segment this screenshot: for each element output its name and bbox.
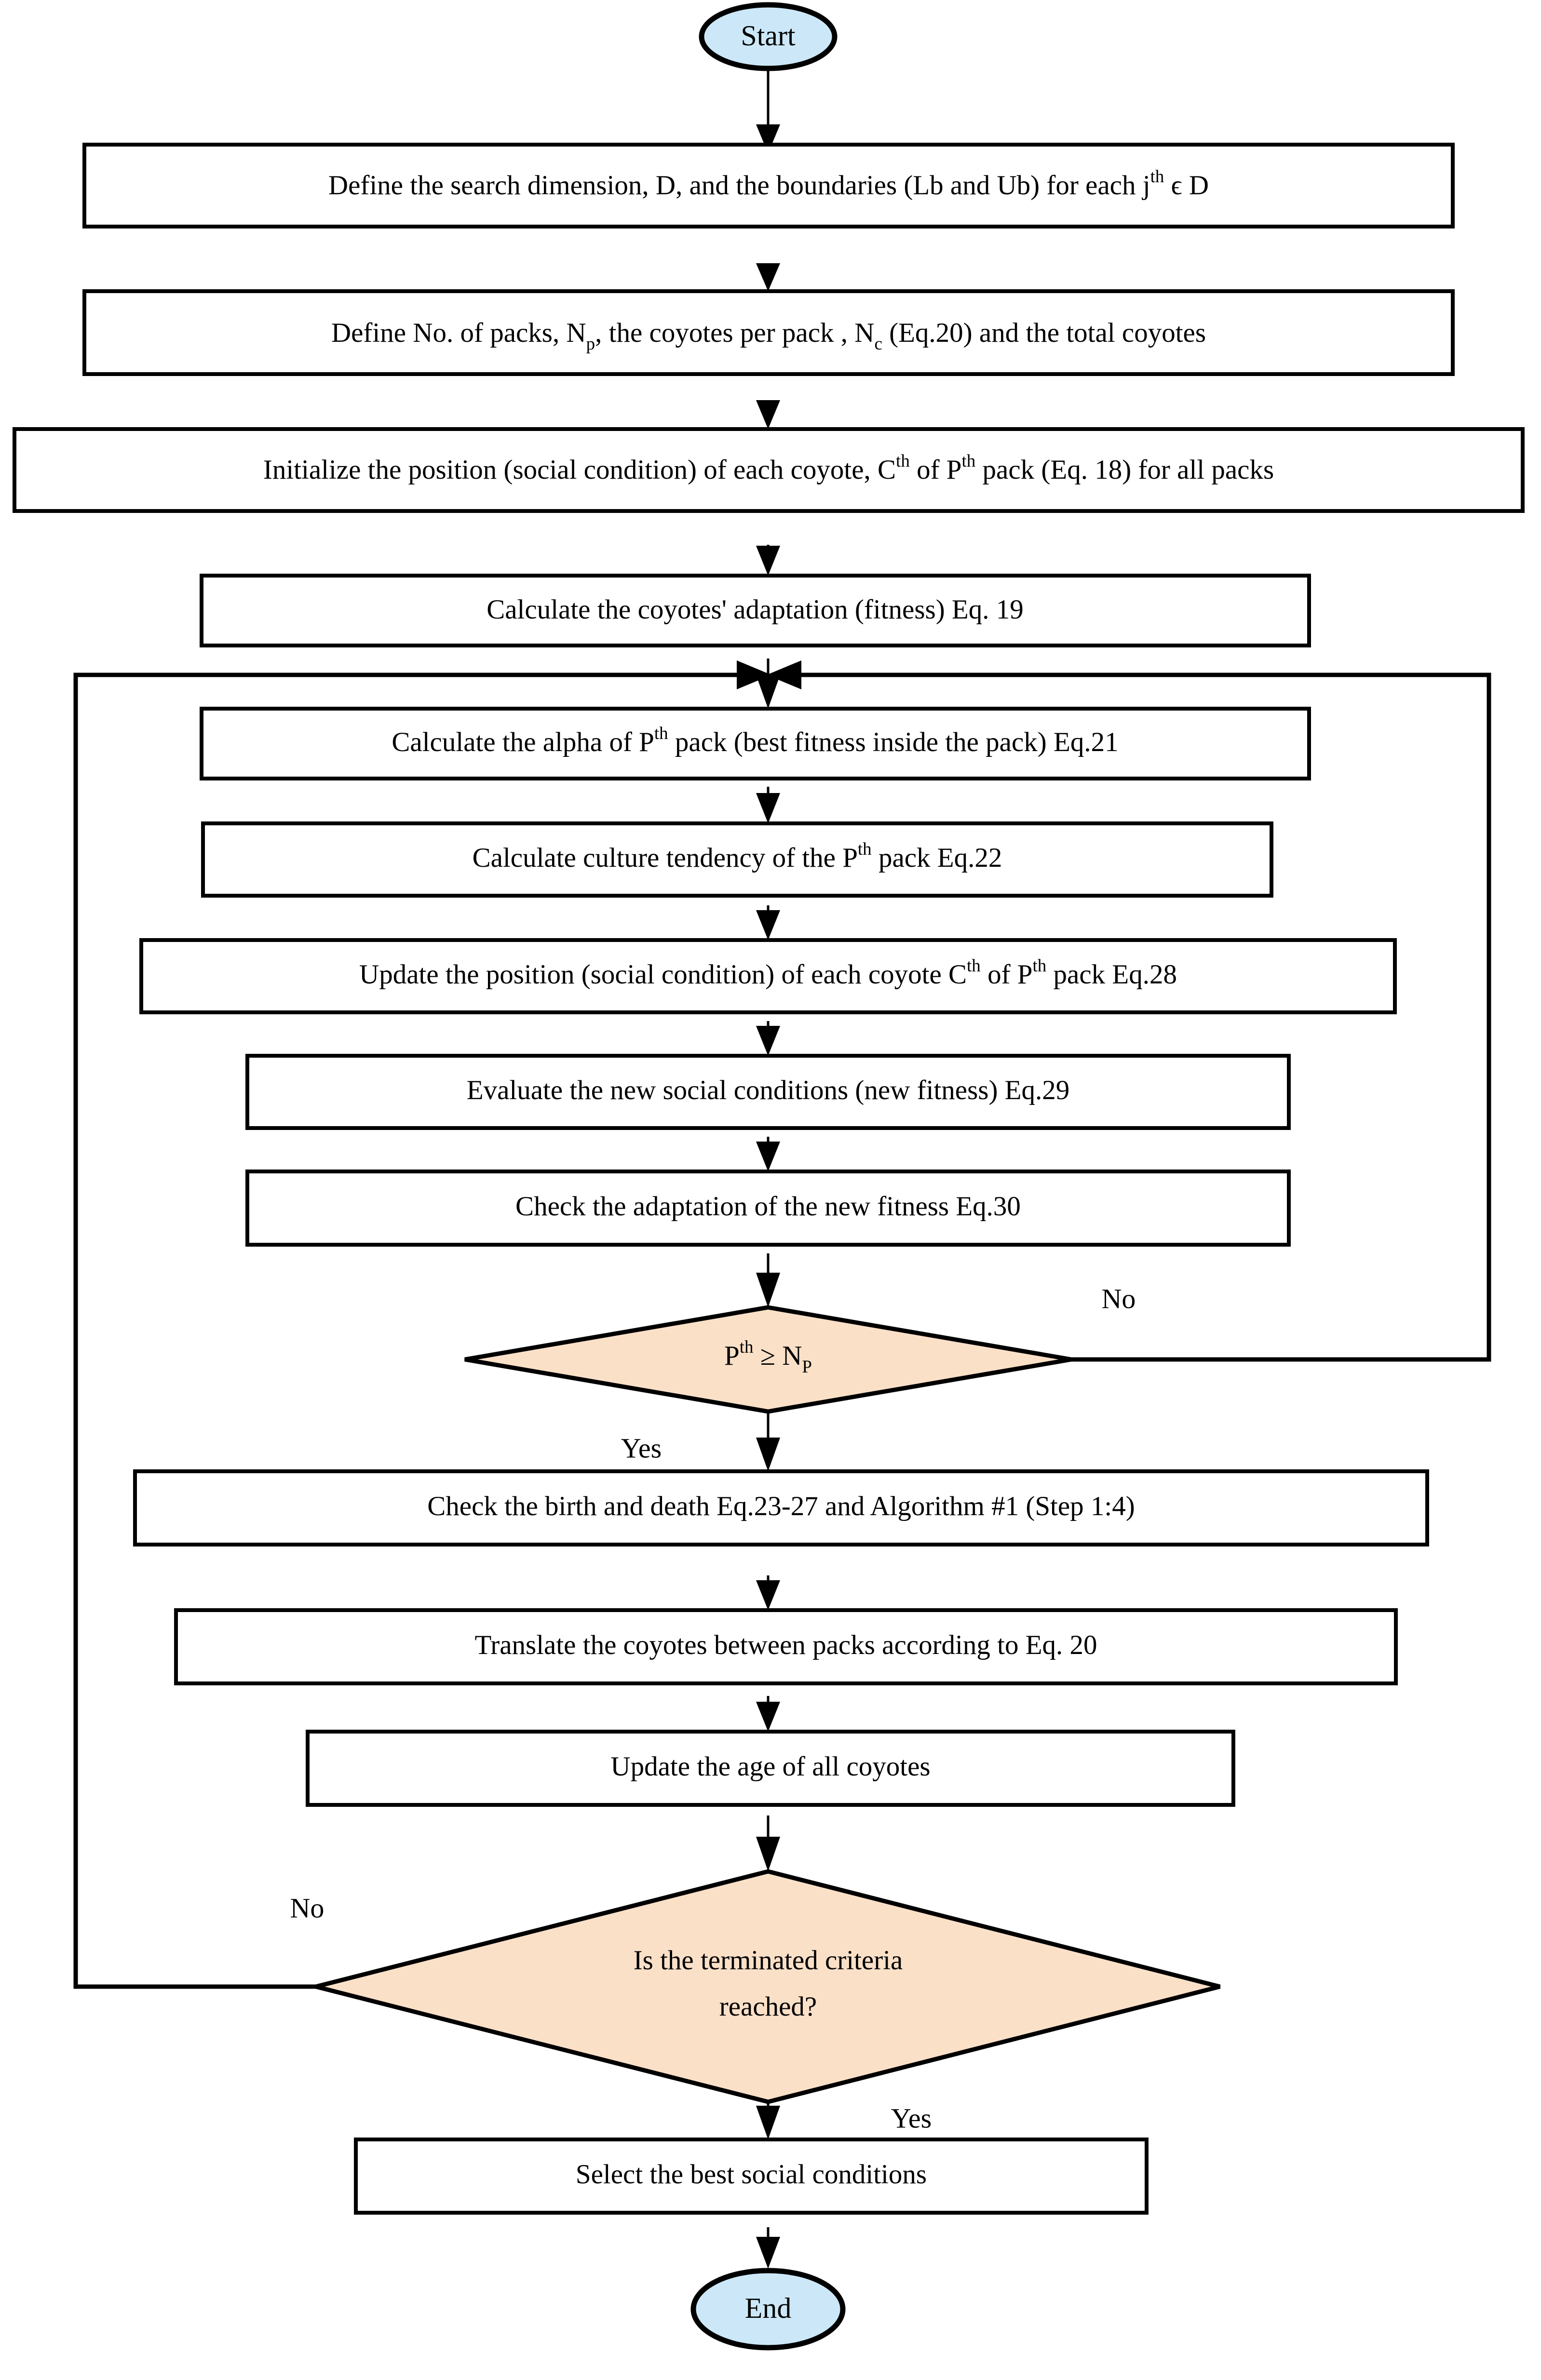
node-translate-coyotes-label: Translate the coyotes between packs acco… — [474, 1630, 1097, 1660]
loop-terminate-no — [73, 672, 745, 1989]
node-select-best[interactable]: Select the best social conditions — [354, 2138, 1149, 2215]
node-decision-terminate[interactable]: Is the terminated criteria reached? — [315, 1869, 1221, 2104]
edge-label-pack-yes: Yes — [621, 1432, 662, 1464]
node-evaluate-new[interactable]: Evaluate the new social conditions (new … — [245, 1054, 1291, 1130]
node-start[interactable]: Start — [699, 2, 838, 71]
node-initialize-position[interactable]: Initialize the position (social conditio… — [13, 427, 1525, 513]
edge-label-terminate-no: No — [290, 1892, 324, 1923]
edge-label-pack-no: No — [1102, 1283, 1136, 1314]
loop-pack-no-arrowhead — [767, 660, 801, 689]
node-calc-fitness[interactable]: Calculate the coyotes' adaptation (fitne… — [200, 574, 1311, 647]
node-initialize-position-label: Initialize the position (social conditio… — [263, 451, 1274, 485]
connector-start-to-define-dimension — [756, 68, 780, 153]
node-update-position-label: Update the position (social condition) o… — [359, 956, 1177, 990]
node-update-age[interactable]: Update the age of all coyotes — [306, 1730, 1235, 1807]
connector-initialize-to-calc-fitness — [756, 545, 780, 576]
connector-calc-culture-to-update-position — [756, 905, 780, 940]
node-check-adaptation[interactable]: Check the adaptation of the new fitness … — [245, 1170, 1291, 1247]
connector-update-age-to-decision-terminate — [756, 1815, 780, 1871]
node-calc-alpha[interactable]: Calculate the alpha of Pth pack (best fi… — [200, 707, 1311, 780]
connector-update-position-to-evaluate-new — [756, 1021, 780, 1056]
node-decision-terminate-line2: reached? — [719, 1991, 817, 2022]
node-define-dimension-label: Define the search dimension, D, and the … — [328, 167, 1209, 201]
connector-calc-fitness-to-calc-alpha — [756, 659, 780, 709]
node-end-label: End — [745, 2292, 792, 2324]
connector-define-packs-to-initialize — [756, 400, 780, 429]
node-define-packs-label: Define No. of packs, Np, the coyotes per… — [331, 318, 1206, 354]
connector-select-best-to-end — [756, 2227, 780, 2269]
node-decision-terminate-line1: Is the terminated criteria — [634, 1945, 903, 1976]
loop-terminate-no-arrowhead — [737, 660, 771, 689]
node-calc-culture[interactable]: Calculate culture tendency of the Pth pa… — [201, 821, 1273, 898]
node-decision-pack-label: Pth ≥ NP — [724, 1337, 812, 1377]
node-calc-culture-label: Calculate culture tendency of the Pth pa… — [473, 839, 1002, 873]
node-translate-coyotes[interactable]: Translate the coyotes between packs acco… — [174, 1608, 1398, 1685]
connector-translate-to-update-age — [756, 1696, 780, 1732]
connector-calc-alpha-to-calc-culture — [756, 787, 780, 823]
node-decision-pack[interactable]: Pth ≥ NP — [464, 1305, 1072, 1414]
node-evaluate-new-label: Evaluate the new social conditions (new … — [467, 1075, 1070, 1105]
node-update-position[interactable]: Update the position (social condition) o… — [139, 938, 1397, 1014]
connector-define-dimension-to-define-packs — [756, 263, 780, 291]
node-start-label: Start — [741, 20, 796, 52]
node-select-best-label: Select the best social conditions — [576, 2159, 927, 2190]
connector-evaluate-new-to-check-adaptation — [756, 1137, 780, 1171]
connector-birth-death-to-translate — [756, 1575, 780, 1610]
connector-check-adaptation-to-decision-pack — [756, 1253, 780, 1307]
loop-pack-no — [793, 672, 1491, 1362]
connector-decision-pack-yes-to-birth-death — [756, 1412, 780, 1471]
node-check-adaptation-label: Check the adaptation of the new fitness … — [515, 1191, 1021, 1222]
node-update-age-label: Update the age of all coyotes — [610, 1751, 930, 1782]
node-define-packs[interactable]: Define No. of packs, Np, the coyotes per… — [82, 289, 1455, 376]
node-calc-fitness-label: Calculate the coyotes' adaptation (fitne… — [487, 594, 1024, 625]
node-birth-death[interactable]: Check the birth and death Eq.23-27 and A… — [133, 1469, 1429, 1546]
node-calc-alpha-label: Calculate the alpha of Pth pack (best fi… — [392, 724, 1118, 757]
node-end[interactable]: End — [690, 2268, 846, 2351]
connector-decision-terminate-yes-to-select-best — [756, 2101, 780, 2139]
node-birth-death-label: Check the birth and death Eq.23-27 and A… — [427, 1491, 1135, 1521]
edge-label-terminate-yes: Yes — [891, 2102, 932, 2134]
node-define-dimension[interactable]: Define the search dimension, D, and the … — [82, 143, 1455, 229]
